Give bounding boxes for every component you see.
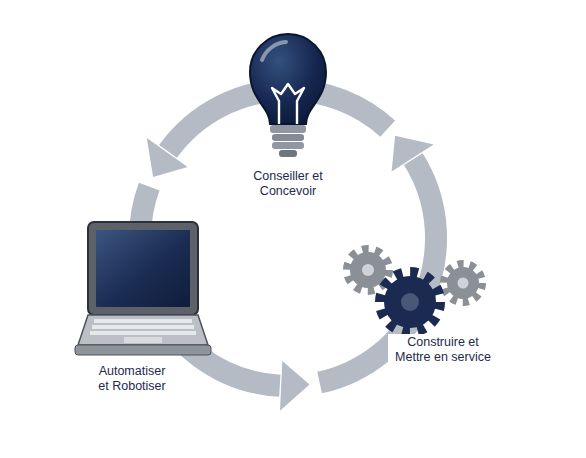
lightbulb-icon	[250, 34, 326, 157]
step-text: Automatiser et Robotiser	[92, 363, 172, 395]
arrow-head	[147, 138, 188, 177]
step-text: Construire et Mettre en service	[388, 334, 498, 366]
arrow-head	[280, 361, 310, 411]
arrow-head	[392, 136, 434, 172]
step-label: Conseiller et Concevoir	[246, 168, 330, 200]
step-text: Conseiller et Concevoir	[246, 168, 330, 200]
step-label: Automatiser et Robotiser	[92, 363, 172, 395]
laptop-icon	[75, 222, 211, 355]
step-label: Construire et Mettre en service	[388, 334, 498, 366]
gears-icon	[347, 249, 482, 332]
